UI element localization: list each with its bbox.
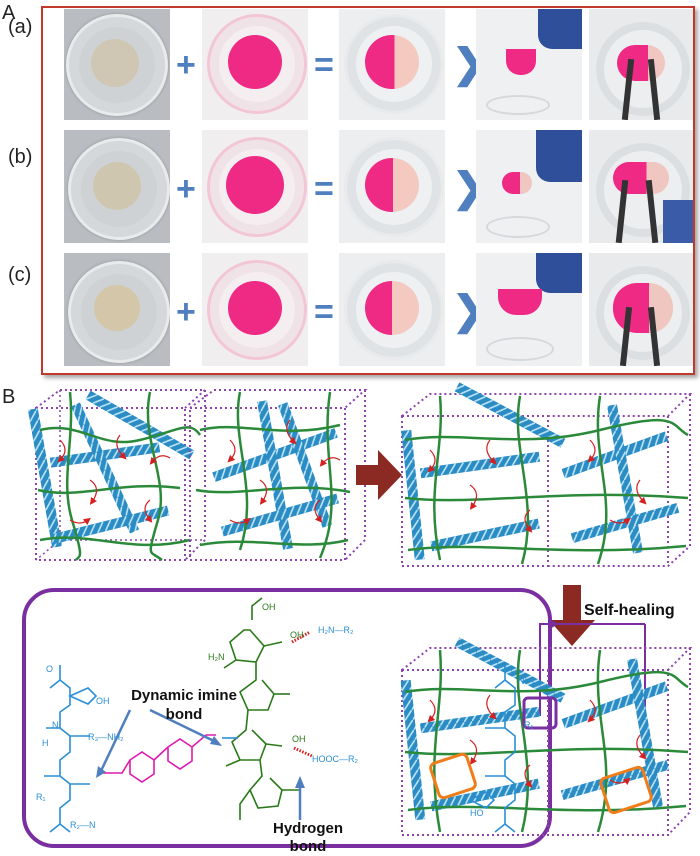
network-cube-2 [189, 389, 368, 561]
photo-row-b-gel1 [64, 130, 170, 243]
imine-bond-highlight [522, 696, 558, 730]
plus-sign-b: + [176, 170, 196, 208]
network-cube-3 [401, 382, 693, 567]
chemical-structure [44, 597, 516, 833]
chem-r1-right: R₁ [524, 720, 534, 730]
chem-r1-left: R₁ [36, 792, 46, 802]
chem-oh-top: OH [262, 602, 276, 612]
chem-ho-right: HO [470, 808, 484, 818]
dynamic-imine-bond-label: Dynamic imine bond [131, 687, 237, 723]
panel-label-a: A [2, 2, 16, 24]
chem-n-left: N [52, 720, 59, 730]
equals-sign-c: = [314, 293, 334, 331]
network-cube-1 [27, 389, 208, 561]
photo-row-c-gel2 [202, 253, 308, 366]
photo-row-b-tweezers [589, 130, 693, 243]
chem-oh-green: OH [290, 630, 304, 640]
panel-label-b: B [2, 386, 16, 408]
plus-sign-c: + [176, 293, 196, 331]
equals-sign-b: = [314, 170, 334, 208]
row-label-b: (b) [8, 146, 33, 168]
photo-row-a-lift [476, 9, 582, 120]
photo-row-b-lift [476, 130, 582, 243]
photo-row-c-combined [339, 253, 445, 366]
chem-hooc-r2: HOOC—R₂ [312, 754, 358, 764]
hydrogen-bond-label: Hydrogen bond [272, 820, 343, 855]
photo-row-c-tweezers [589, 253, 693, 366]
photo-row-a-combined [339, 9, 445, 120]
panel-b-schematic [22, 382, 693, 848]
network-cube-healed [400, 637, 693, 836]
row-label-a: (a) [8, 16, 33, 38]
chem-h2n-green: H₂N [208, 652, 225, 662]
chem-h2n-r2: H₂N—R₂ [318, 625, 354, 635]
photo-row-a-gel2 [202, 9, 308, 120]
merge-arrow [356, 450, 402, 500]
photo-row-c-gel1 [64, 253, 170, 366]
photo-row-c-lift [476, 253, 582, 366]
chem-oh-lower: OH [292, 734, 306, 744]
hydrogen-bond-highlight-2 [599, 765, 653, 815]
chem-n-right: N [518, 676, 525, 686]
chem-h-left: H [42, 738, 49, 748]
chem-atom-o: O [46, 664, 54, 674]
hydrogen-bond-highlight-1 [429, 752, 477, 800]
photo-row-a-gel1 [64, 9, 170, 120]
row-label-c: (c) [8, 264, 32, 286]
plus-sign-a: + [176, 46, 196, 84]
photo-row-a-tweezers [589, 9, 693, 120]
self-healing-label: Self-healing [584, 602, 675, 619]
photo-row-b-gel2 [202, 130, 308, 243]
chem-r2-n: R₂—N [70, 820, 96, 830]
self-healing-arrow [549, 585, 595, 646]
equals-sign-a: = [314, 46, 334, 84]
chem-oh-left: OH [96, 696, 110, 706]
chem-r3-nh2: R₃—NH₂ [88, 732, 124, 742]
photo-row-b-combined [339, 130, 445, 243]
